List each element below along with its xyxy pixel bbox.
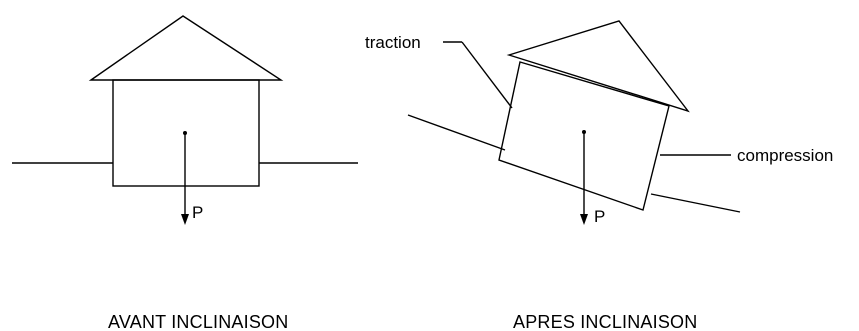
- load-label-before: P: [192, 203, 203, 222]
- tension-label: traction: [365, 33, 421, 52]
- house-body-after: [498, 61, 670, 211]
- load-label-after: P: [594, 207, 605, 226]
- caption-before: AVANT INCLINAISON: [108, 312, 288, 331]
- tilted-ground-lower: [650, 193, 741, 213]
- tilted-ground-upper: [407, 114, 506, 151]
- house-before-group: P: [12, 15, 358, 225]
- roof-after: [506, 20, 690, 113]
- house-after-group: P traction compression: [365, 20, 833, 226]
- tension-leader-diagonal: [461, 41, 513, 109]
- caption-after: APRES INCLINAISON: [513, 312, 697, 331]
- arrowhead-before: [181, 214, 189, 225]
- arrowhead-after: [580, 214, 588, 225]
- roof-before: [88, 15, 284, 81]
- house-body-before: [112, 79, 260, 187]
- compression-label: compression: [737, 146, 833, 165]
